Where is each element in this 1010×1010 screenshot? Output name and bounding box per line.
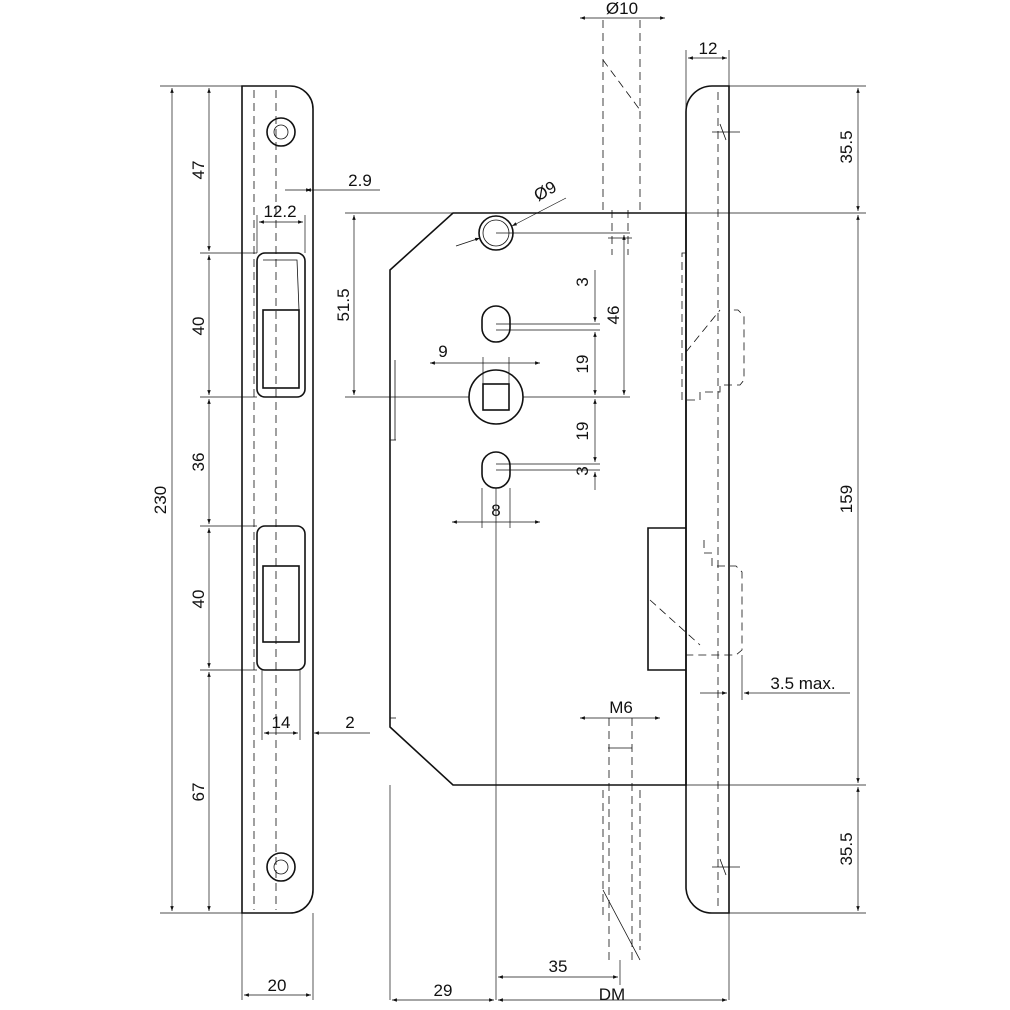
dim-overall-height: 230 [151,486,170,514]
dim-between-openings: 36 [189,453,208,472]
dim-hole-to-spindle: 46 [604,306,623,325]
dim-case-height: 159 [837,485,856,513]
spindle-hub-icon [468,369,524,425]
cylinder-projection [602,20,641,961]
screw-hole-bottom-icon [266,852,296,882]
faceplate-view [649,85,745,914]
dim-case-back-to-spindle: 29 [434,981,453,1000]
dim-cylinder-dia: Ø10 [606,0,638,18]
latch-opening [256,252,306,398]
dim-spindle-size: 9 [438,342,447,361]
bolt-opening [256,525,306,671]
dim-latch-opening: 40 [189,317,208,336]
dim-spindle-to-thread: 35 [549,957,568,976]
spindle-square-icon [482,383,510,411]
faceplate-outline [685,85,730,914]
screw-hole-top-icon [266,117,296,147]
dim-bolt-width: 14 [272,713,291,732]
dim-bolt-projection: 3.5 max. [770,674,835,693]
dim-slot-to-spindle-lower: 19 [573,422,592,441]
dim-bolt-offset: 2 [345,713,354,732]
dim-case-top-to-spindle: 51.5 [334,288,353,321]
dim-opening-offset: 2.9 [348,171,372,190]
dim-faceplate-thickness: 12 [699,39,718,58]
dim-thread: M6 [609,698,633,717]
dim-slot-width: 8 [491,501,500,520]
dim-slot-lower: 3 [573,466,592,475]
bolt-tongue [686,540,743,656]
dim-opening-width: 12.2 [263,202,296,221]
lock-case-outline [389,212,687,786]
dimension-labels: 230 47 40 36 40 67 12.2 2.9 14 2 20 Ø10 … [151,0,856,1004]
dim-slot-to-spindle-upper: 19 [573,355,592,374]
dim-bolt-opening: 40 [189,590,208,609]
dim-bottom-to-bolt: 67 [189,783,208,802]
dim-screw-to-case-bottom: 35.5 [837,832,856,865]
strike-plate-view [241,85,314,914]
lock-case-view [389,212,687,1000]
dimension-lines [160,16,866,1002]
dim-screw-to-case-top: 35.5 [837,130,856,163]
dim-slot-upper: 3 [573,277,592,286]
strike-plate-outline [241,85,314,914]
dim-hole-dia: Ø9 [531,177,560,205]
dim-top-to-latch: 47 [189,161,208,180]
dim-faceplate-width: 20 [268,976,287,995]
latch-tongue [681,252,745,401]
dim-backset: DM [599,985,625,1004]
deadbolt-body [647,527,686,671]
